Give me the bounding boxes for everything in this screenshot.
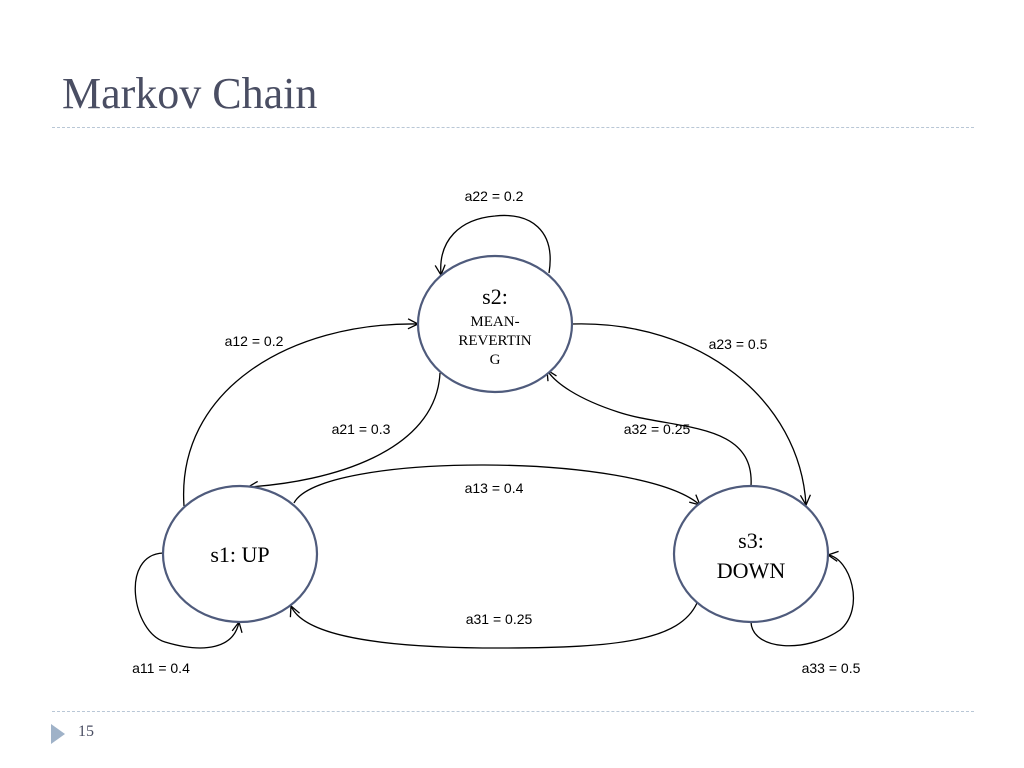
- edge-a21: [248, 372, 441, 487]
- edge-a33: [750, 555, 855, 647]
- edge-a11: [134, 552, 239, 649]
- edge-label-a31: a31 = 0.25: [466, 611, 533, 627]
- state-s2: [416, 254, 574, 394]
- edge-label-a11: a11 = 0.4: [132, 660, 190, 676]
- edge-label-a21: a21 = 0.3: [332, 421, 391, 437]
- page-number: 15: [78, 723, 94, 740]
- edge-a22: [441, 214, 551, 275]
- edge-label-a13: a13 = 0.4: [465, 480, 524, 496]
- state-s1: [161, 484, 319, 624]
- edge-label-a22: a22 = 0.2: [465, 188, 524, 204]
- state-s2-line: G: [490, 352, 501, 368]
- title-divider: [52, 127, 974, 128]
- edge-label-a23: a23 = 0.5: [709, 336, 768, 352]
- state-s3-name: s3:: [738, 528, 764, 553]
- play-triangle-icon: [51, 724, 65, 744]
- state-s2-name: s2:: [482, 284, 508, 309]
- edge-label-a33: a33 = 0.5: [802, 660, 861, 676]
- state-s2-line: REVERTIN: [458, 333, 531, 349]
- state-s2-line: MEAN-: [470, 314, 519, 330]
- edge-label-a12: a12 = 0.2: [225, 333, 284, 349]
- footer-divider: [52, 711, 974, 712]
- edge-a31: [291, 602, 698, 649]
- slide-title: Markov Chain: [62, 69, 318, 118]
- state-s3-line: DOWN: [717, 558, 786, 583]
- edge-label-a32: a32 = 0.25: [624, 421, 691, 437]
- state-s3: [672, 484, 830, 624]
- edge-a32: [547, 370, 752, 487]
- edge-a23: [571, 323, 806, 505]
- edge-a13: [293, 464, 700, 505]
- edge-a12: [183, 324, 418, 507]
- state-s1-name: s1: UP: [210, 542, 269, 567]
